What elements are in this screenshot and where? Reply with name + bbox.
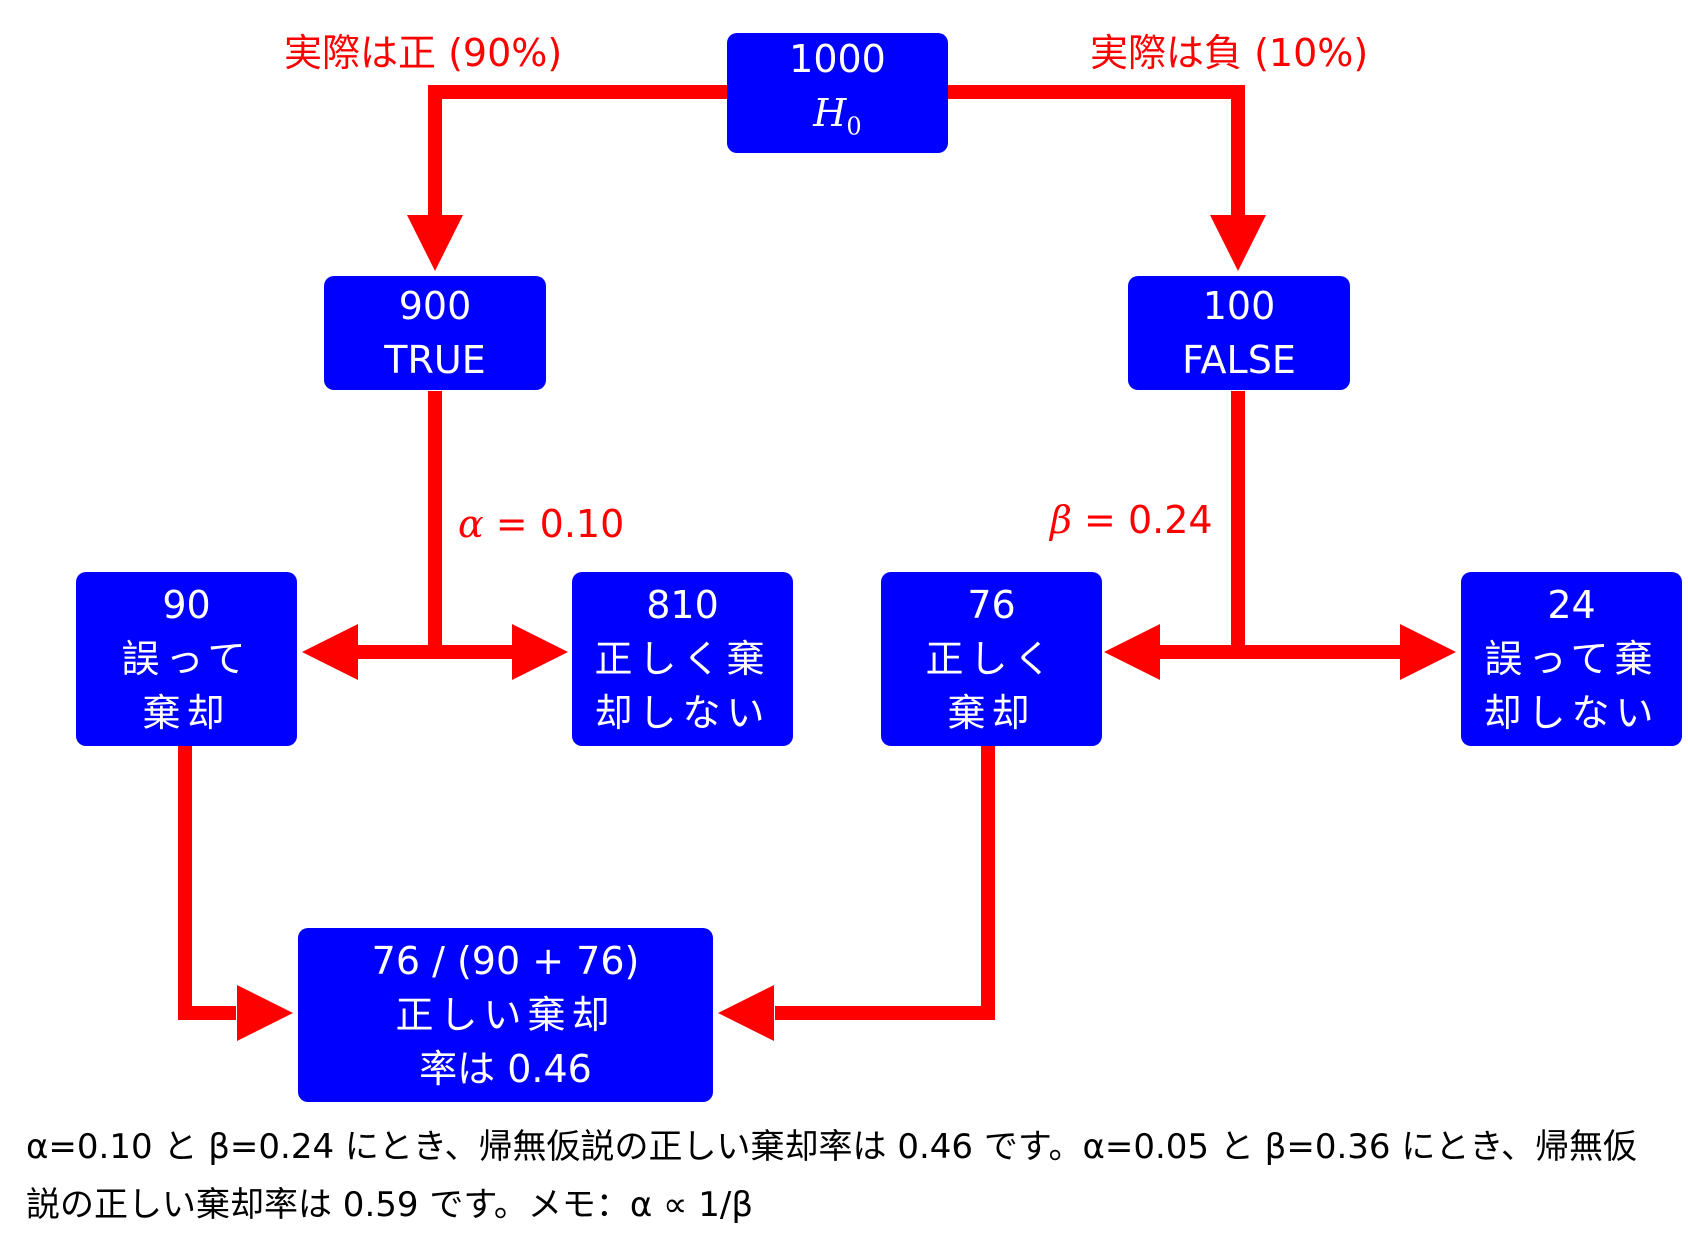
node-correct-rejection-text1: 正しく xyxy=(925,637,1058,681)
label-actually-negative: 実際は負 (10%) xyxy=(1090,31,1369,75)
node-true: 900 TRUE xyxy=(324,276,546,390)
label-actually-positive: 実際は正 (90%) xyxy=(284,31,563,75)
label-alpha: α = 0.10 xyxy=(458,502,624,546)
node-false-rejection-text2: 棄却 xyxy=(142,691,231,735)
caption-text: α=0.10 と β=0.24 にとき、帰無仮説の正しい棄却率は 0.46 です… xyxy=(26,1127,1637,1225)
arrowhead-truerej-left xyxy=(1104,624,1160,680)
node-false: 100 FALSE xyxy=(1128,276,1350,390)
node-result: 76 / (90 + 76) 正しい棄却 率は 0.46 xyxy=(298,928,713,1102)
node-result-formula: 76 / (90 + 76) xyxy=(371,939,640,983)
beta-symbol: β xyxy=(1050,498,1072,542)
alpha-value: = 0.10 xyxy=(483,502,625,546)
arrow-truerej-to-result xyxy=(775,745,995,1020)
node-false-nonrejection-count: 24 xyxy=(1547,583,1596,627)
node-correct-rejection: 76 正しく 棄却 xyxy=(881,572,1102,746)
label-beta: β = 0.24 xyxy=(1050,498,1213,542)
node-false-nonrejection-text1: 誤って棄 xyxy=(1484,637,1659,681)
node-false-nonrejection: 24 誤って棄 却しない xyxy=(1461,572,1682,746)
node-result-text1: 正しい棄却 xyxy=(395,993,616,1037)
node-correct-nonrejection-count: 810 xyxy=(646,583,719,627)
node-false-label: FALSE xyxy=(1182,338,1296,382)
node-root: 1000 H0 xyxy=(727,33,948,153)
arrowhead-result-right xyxy=(718,985,774,1041)
arrowhead-result-left xyxy=(237,985,293,1041)
node-false-rejection: 90 誤って 棄却 xyxy=(76,572,297,746)
node-correct-nonrejection-text2: 却しない xyxy=(594,691,771,735)
node-false-rejection-count: 90 xyxy=(162,583,211,627)
arrow-root-to-true xyxy=(428,85,727,225)
arrowhead-false xyxy=(1210,215,1266,271)
node-correct-nonrejection: 810 正しく棄 却しない xyxy=(572,572,793,746)
arrow-root-to-false xyxy=(948,85,1245,225)
arrow-falserej-to-result xyxy=(178,745,236,1020)
arrowhead-falsekeep-right xyxy=(1400,624,1456,680)
beta-value: = 0.24 xyxy=(1071,498,1213,542)
arrowhead-truekeep-right xyxy=(512,624,568,680)
node-root-hypothesis: H0 xyxy=(813,91,862,141)
node-correct-rejection-text2: 棄却 xyxy=(947,691,1036,735)
node-false-rejection-text1: 誤って xyxy=(121,637,252,681)
node-true-label: TRUE xyxy=(384,338,486,382)
arrowhead-true xyxy=(407,215,463,271)
node-correct-rejection-count: 76 xyxy=(967,583,1016,627)
node-root-count: 1000 xyxy=(789,37,886,82)
node-result-text2: 率は 0.46 xyxy=(419,1047,592,1091)
node-correct-nonrejection-text1: 正しく棄 xyxy=(594,637,771,681)
alpha-symbol: α xyxy=(458,502,484,546)
node-true-count: 900 xyxy=(398,284,472,328)
arrowhead-falserej-left xyxy=(302,624,358,680)
node-false-nonrejection-text2: 却しない xyxy=(1483,691,1660,735)
node-false-count: 100 xyxy=(1202,284,1276,328)
